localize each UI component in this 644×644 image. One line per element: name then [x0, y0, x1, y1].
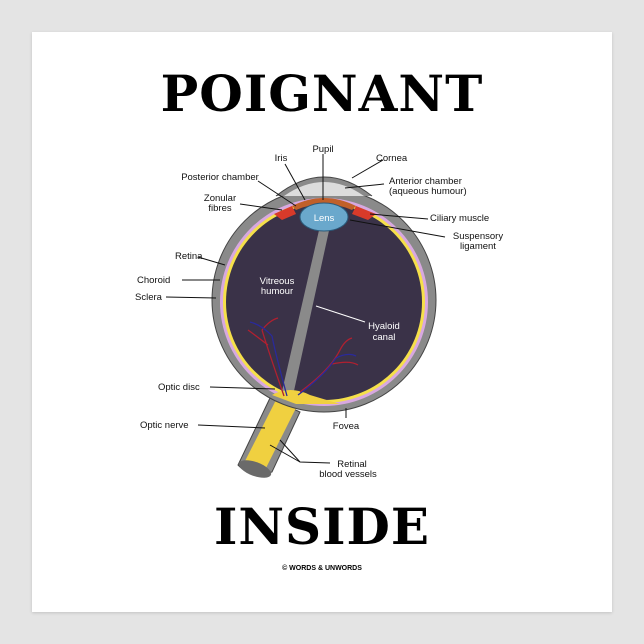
ciliary-muscle-right [352, 206, 376, 220]
label-ciliary-muscle: Ciliary muscle [430, 213, 489, 224]
poster-title-top: POIGNANT [160, 64, 484, 123]
label-optic-nerve: Optic nerve [140, 420, 189, 431]
label-ligament: ligament [460, 241, 496, 252]
blood-vessels [247, 317, 359, 397]
label-hyaloid: Hyaloid [368, 321, 400, 332]
label-anterior-chamber: Anterior chamber [389, 176, 462, 187]
optic-nerve-end [238, 460, 272, 478]
label-suspensory: Suspensory [453, 231, 503, 242]
optic-disc [272, 390, 340, 404]
label-fibres: fibres [208, 203, 231, 214]
hyaloid-canal [280, 226, 330, 400]
leader-lines [165, 154, 446, 464]
label-canal: canal [373, 332, 396, 343]
label-blood-vessels: blood vessels [319, 469, 377, 480]
anterior-chamber [284, 182, 364, 196]
label-zonular: Zonular [204, 193, 236, 204]
label-retina: Retina [175, 251, 203, 262]
label-aqueous-humour: (aqueous humour) [389, 186, 467, 197]
label-cornea: Cornea [376, 153, 408, 164]
label-sclera: Sclera [135, 292, 163, 303]
poster-title-bottom: INSIDE [213, 497, 431, 556]
label-optic-disc: Optic disc [158, 382, 200, 393]
ciliary-muscle-left [274, 206, 296, 220]
label-humour: humour [261, 286, 293, 297]
optic-nerve [243, 400, 296, 470]
label-fovea: Fovea [333, 421, 360, 432]
label-choroid: Choroid [137, 275, 170, 286]
poster-credit: © WORDS & UNWORDS [282, 565, 362, 572]
label-posterior-chamber: Posterior chamber [181, 172, 259, 183]
label-iris: Iris [275, 153, 288, 164]
label-vitreous: Vitreous [260, 276, 295, 287]
lens [299, 202, 349, 232]
label-retinal: Retinal [337, 459, 367, 470]
label-lens: Lens [314, 213, 335, 224]
label-pupil: Pupil [312, 144, 333, 155]
